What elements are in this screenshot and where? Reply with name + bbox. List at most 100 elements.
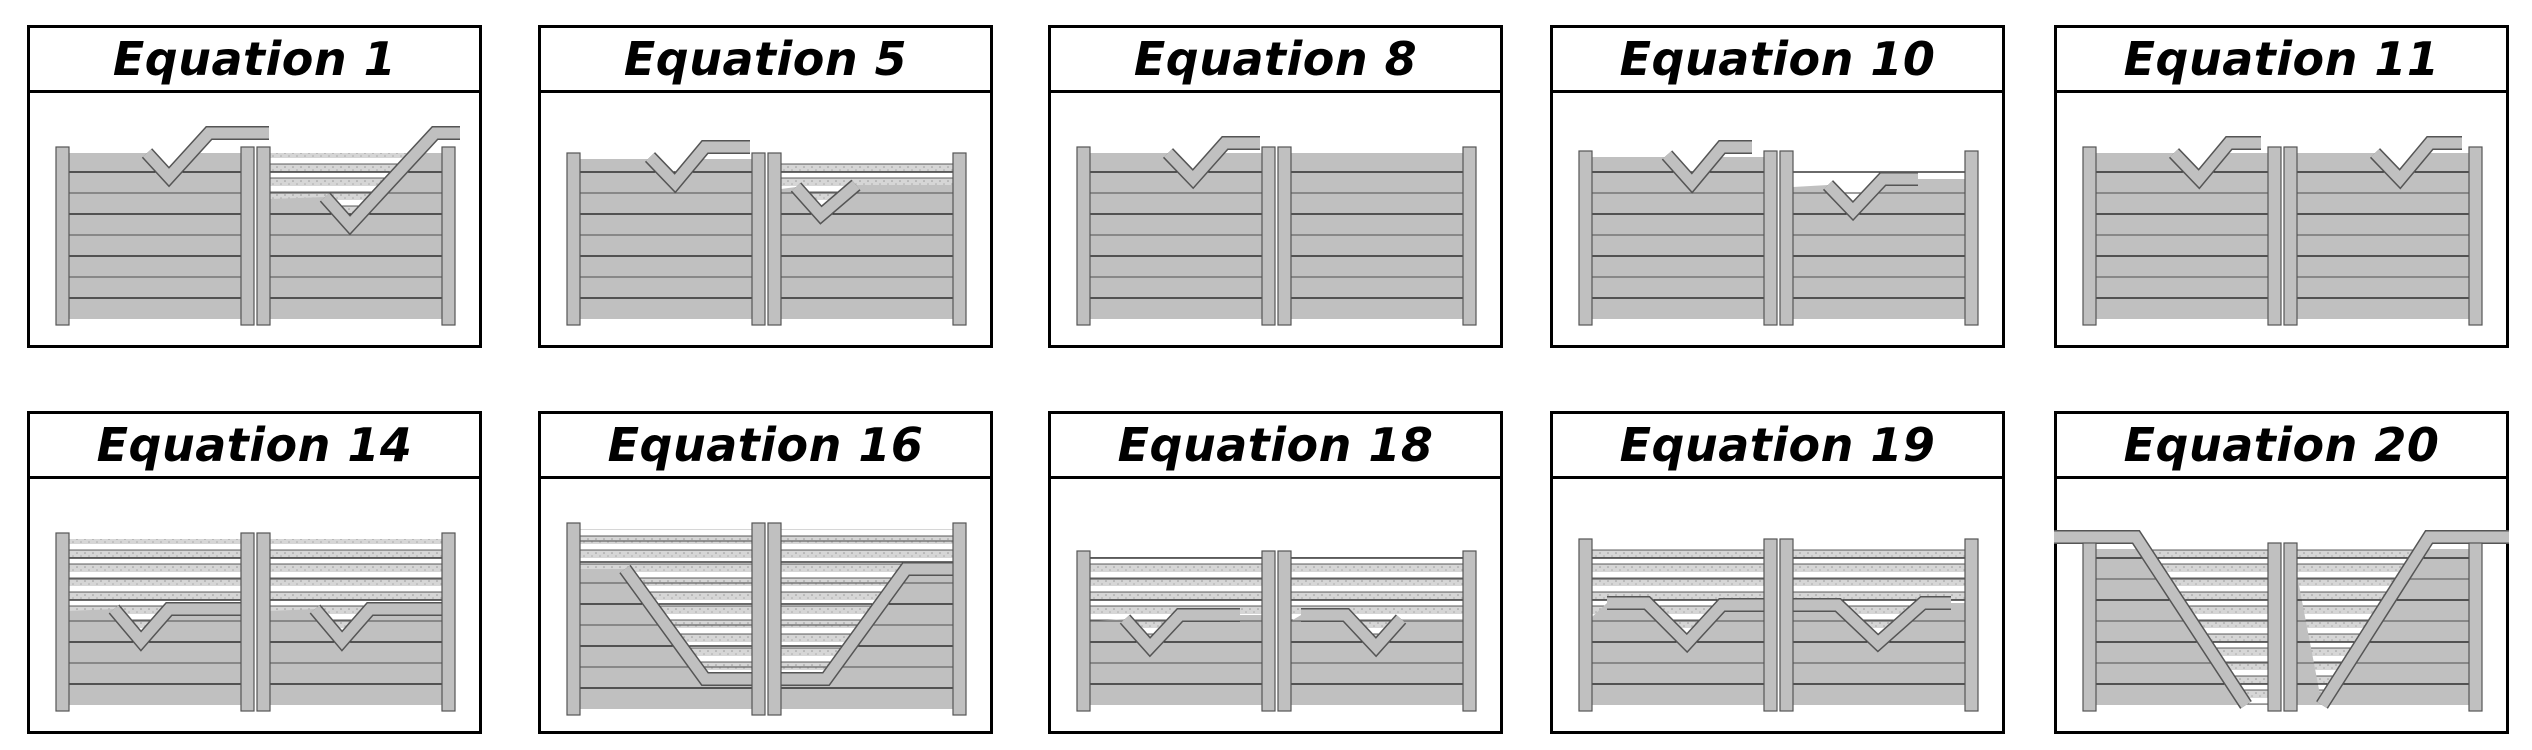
panel-header: Equation 1 xyxy=(30,28,479,93)
gate-drawing xyxy=(1076,550,1477,712)
panel-header: Equation 18 xyxy=(1051,414,1500,479)
gate-post xyxy=(2082,146,2097,326)
gate-post xyxy=(2283,146,2298,326)
gate-post xyxy=(256,532,271,712)
v-rail xyxy=(1793,597,1951,651)
gate-post xyxy=(1779,538,1794,712)
gate-post xyxy=(2283,542,2298,712)
v-rail xyxy=(1824,173,1918,219)
v-rail xyxy=(2170,137,2261,188)
panel-title: Equation 8 xyxy=(1133,32,1418,86)
panel-header: Equation 16 xyxy=(541,414,990,479)
gate-post xyxy=(2468,542,2483,712)
gate-leaf-left xyxy=(69,126,269,319)
gate-post xyxy=(240,146,255,326)
gate-post xyxy=(1277,550,1292,712)
gate-post xyxy=(1076,550,1091,712)
gate-drawing xyxy=(566,140,967,326)
gate-post xyxy=(1964,150,1979,326)
panel-title: Equation 19 xyxy=(1619,418,1936,472)
equation-panel: Equation 10 xyxy=(1550,25,2005,348)
gate-leaf-left xyxy=(2096,136,2268,319)
gate-leaf-right xyxy=(1291,557,1463,705)
gate-post xyxy=(566,522,581,716)
gate-post xyxy=(566,152,581,326)
v-rail xyxy=(2054,531,2251,709)
gate-leaf-right xyxy=(1291,153,1463,319)
equation-panel: Equation 20 xyxy=(2054,411,2509,734)
v-rail xyxy=(791,180,860,223)
v-rail xyxy=(1301,609,1406,656)
gate-post xyxy=(256,146,271,326)
gate-post xyxy=(1462,146,1477,326)
gate-post xyxy=(2468,146,2483,326)
gate-post xyxy=(767,522,782,716)
gate-leaf-right xyxy=(781,159,953,319)
gate-drawing xyxy=(566,522,967,716)
solid-panel xyxy=(2096,549,2268,705)
equation-panel: Equation 19 xyxy=(1550,411,2005,734)
solid-panel xyxy=(1592,157,1764,319)
v-rail xyxy=(1662,141,1752,192)
panel-header: Equation 10 xyxy=(1553,28,2002,93)
gate-leaf-right xyxy=(270,126,460,319)
panel-header: Equation 11 xyxy=(2057,28,2506,93)
gate-post xyxy=(1763,538,1778,712)
gate-post xyxy=(2082,542,2097,712)
panel-title: Equation 10 xyxy=(1619,32,1936,86)
panel-header: Equation 14 xyxy=(30,414,479,479)
v-rail xyxy=(646,141,750,192)
v-rail xyxy=(1164,137,1260,188)
gate-drawing xyxy=(2082,136,2483,326)
gate-post xyxy=(1076,146,1091,326)
gate-post xyxy=(767,152,782,326)
solid-panel xyxy=(1592,603,1764,705)
gate-post xyxy=(2267,542,2282,712)
gate-drawing xyxy=(55,126,460,326)
gate-post xyxy=(751,152,766,326)
gate-post xyxy=(1578,150,1593,326)
gate-post xyxy=(1578,538,1593,712)
panel-title: Equation 11 xyxy=(2123,32,2440,86)
solid-panel xyxy=(270,609,442,705)
panel-title: Equation 5 xyxy=(623,32,908,86)
v-rail xyxy=(1607,597,1764,651)
gate-post xyxy=(1779,150,1794,326)
solid-panel xyxy=(2297,549,2469,705)
equation-panel: Equation 16 xyxy=(538,411,993,734)
gate-post xyxy=(1763,150,1778,326)
gate-leaf-right xyxy=(781,529,953,709)
gate-leaf-left xyxy=(69,539,241,705)
gate-leaf-left xyxy=(1592,140,1764,319)
gate-leaf-left xyxy=(580,529,752,709)
gate-post xyxy=(441,146,456,326)
v-rail xyxy=(1120,609,1240,656)
gate-post xyxy=(1261,550,1276,712)
gate-post xyxy=(2267,146,2282,326)
gate-drawing xyxy=(1578,538,1979,712)
equation-panel: Equation 1 xyxy=(27,25,482,348)
gate-leaf-right xyxy=(1793,545,1965,705)
v-rail xyxy=(320,127,460,234)
panel-title: Equation 18 xyxy=(1117,418,1434,472)
v-rail xyxy=(142,127,269,186)
gate-drawing xyxy=(1578,140,1979,326)
solid-panel xyxy=(580,159,752,319)
equation-panel: Equation 5 xyxy=(538,25,993,348)
solid-panel xyxy=(69,609,241,705)
panel-header: Equation 19 xyxy=(1553,414,2002,479)
gate-post xyxy=(55,146,70,326)
gate-post xyxy=(441,532,456,712)
solid-panel xyxy=(1291,615,1463,705)
v-rail xyxy=(109,603,241,650)
panel-title: Equation 1 xyxy=(112,32,397,86)
panel-title: Equation 20 xyxy=(2123,418,2440,472)
gate-post xyxy=(952,522,967,716)
gate-leaf-left xyxy=(1592,545,1764,705)
panel-header: Equation 20 xyxy=(2057,414,2506,479)
equation-panel: Equation 18 xyxy=(1048,411,1503,734)
v-rail xyxy=(2317,531,2509,708)
gate-drawing xyxy=(1076,136,1477,326)
gate-post xyxy=(1261,146,1276,326)
gate-post xyxy=(1462,550,1477,712)
